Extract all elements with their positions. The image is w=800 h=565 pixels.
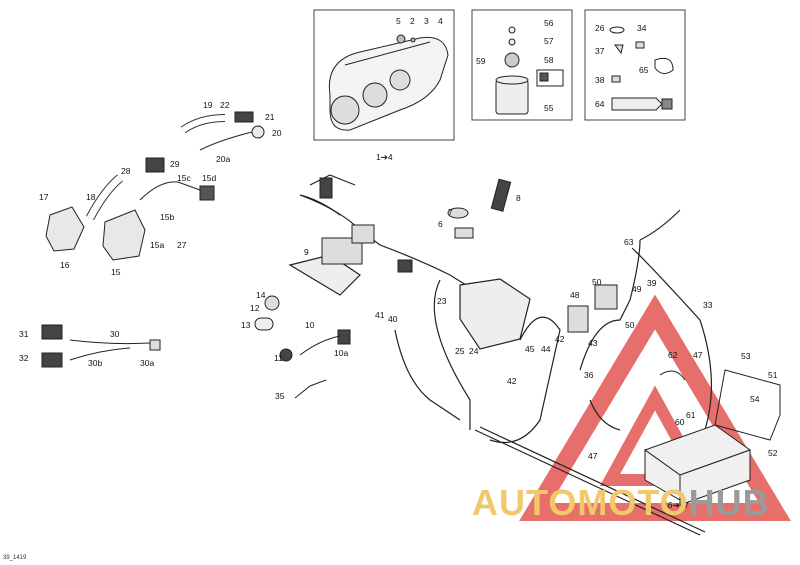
long-cable: [474, 426, 706, 536]
label-38: 38: [595, 75, 605, 85]
label-14: 14: [256, 290, 266, 300]
label-50-bottom: 50: [625, 320, 635, 330]
label-30: 30: [110, 329, 120, 339]
battery: [643, 369, 781, 506]
label-18: 18: [86, 192, 96, 202]
label-60: 60: [675, 417, 685, 427]
label-15: 15: [111, 267, 121, 277]
label-16: 16: [60, 260, 70, 270]
label-27: 27: [177, 240, 187, 250]
watermark-part1: AUTOMOTO: [472, 482, 689, 523]
label-50-top: 50: [592, 277, 602, 287]
frame-instrument-cluster: [313, 9, 455, 141]
watermark-part2: HUB: [688, 482, 770, 523]
cluster-bolts: [396, 34, 416, 44]
label-47-right: 47: [693, 350, 703, 360]
label-56: 56: [544, 18, 554, 28]
label-36: 36: [584, 370, 594, 380]
label-12: 12: [250, 303, 260, 313]
label-15c: 15c: [177, 173, 191, 183]
label-58: 58: [544, 55, 554, 65]
label-9: 9: [304, 247, 309, 257]
label-62: 62: [668, 350, 678, 360]
label-52: 52: [768, 448, 778, 458]
label-39: 39: [647, 278, 657, 288]
label-34: 34: [637, 23, 647, 33]
label-13: 13: [241, 320, 251, 330]
label-55: 55: [544, 103, 554, 113]
label-65: 65: [639, 65, 649, 75]
label-45: 45: [525, 344, 535, 354]
label-35: 35: [275, 391, 285, 401]
label-30a: 30a: [140, 358, 155, 368]
label-44: 44: [541, 344, 551, 354]
instrument-cluster: [328, 36, 449, 131]
label-53: 53: [741, 351, 751, 361]
label-6: 6: [438, 219, 443, 229]
figure-code: 39_1419: [3, 555, 27, 561]
label-59: 59: [476, 56, 486, 66]
label-26: 26: [595, 23, 605, 33]
harness-components: [41, 177, 618, 399]
label-63: 63: [624, 237, 634, 247]
label-20: 20: [272, 128, 282, 138]
label-7: 7: [448, 207, 453, 217]
label-54: 54: [750, 394, 760, 404]
main-harness: [288, 174, 713, 444]
label-15b: 15b: [160, 212, 175, 222]
label-40: 40: [388, 314, 398, 324]
frame-chemicals: [471, 9, 573, 121]
label-15a: 15a: [150, 240, 165, 250]
label-24: 24: [469, 346, 479, 356]
label-29: 29: [170, 159, 180, 169]
label-17: 17: [39, 192, 49, 202]
label-49: 49: [632, 284, 642, 294]
small-parts: [609, 26, 674, 111]
label-31: 31: [19, 329, 29, 339]
label-11: 11: [274, 353, 283, 363]
label-30b: 30b: [88, 358, 103, 368]
label-10: 10: [305, 320, 315, 330]
label-51: 51: [768, 370, 778, 380]
label-28: 28: [121, 166, 131, 176]
label-48: 48: [570, 290, 580, 300]
label-20a: 20a: [216, 154, 231, 164]
label-15d: 15d: [202, 173, 217, 183]
label-21: 21: [265, 112, 275, 122]
label-4: 4: [438, 16, 443, 26]
label-8: 8: [516, 193, 521, 203]
label-43: 43: [588, 338, 598, 348]
label-2: 2: [410, 16, 415, 26]
label-23: 23: [437, 296, 447, 306]
label-33: 33: [703, 300, 713, 310]
frame-small-parts: [584, 9, 686, 121]
chemical-can: [495, 26, 564, 115]
label-5: 5: [396, 16, 401, 26]
label-61: 61: [686, 410, 696, 420]
label-32: 32: [19, 353, 29, 363]
label-1-to-4: 1➔4: [376, 152, 393, 162]
label-47-lower: 47: [588, 451, 598, 461]
label-22: 22: [220, 100, 230, 110]
label-42-lower: 42: [507, 376, 517, 386]
label-64: 64: [595, 99, 605, 109]
left-components: [45, 111, 265, 261]
watermark-text: AUTOMOTOHUB: [472, 482, 770, 524]
label-10a: 10a: [334, 348, 349, 358]
label-37: 37: [595, 46, 605, 56]
label-46-to-47: 46➔47: [663, 500, 690, 510]
label-41: 41: [375, 310, 385, 320]
label-3: 3: [424, 16, 429, 26]
label-57: 57: [544, 36, 554, 46]
label-25: 25: [455, 346, 465, 356]
label-42-upper: 42: [555, 334, 565, 344]
label-19: 19: [203, 100, 213, 110]
